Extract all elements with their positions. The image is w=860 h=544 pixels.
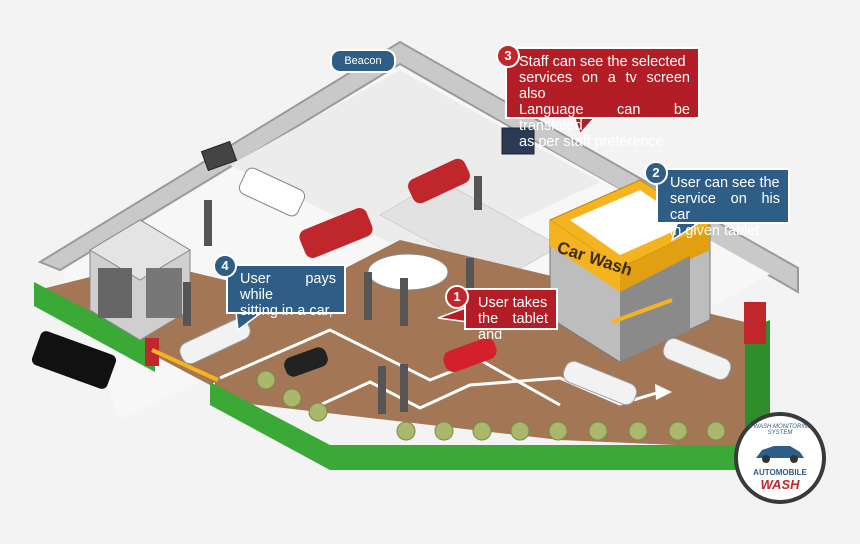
step-1-badge: 1: [445, 285, 469, 309]
tree-row: [256, 370, 726, 441]
building-outer-wall: [37, 40, 799, 294]
office-building: [89, 219, 191, 341]
road-arrow-head: [655, 384, 672, 400]
limo-mid: [562, 360, 638, 406]
user-pays-callout-line1: User pays while: [240, 271, 336, 303]
beacon-label: Beacon: [330, 49, 396, 73]
red-car-bay: [408, 158, 470, 204]
tv-screen-right: [501, 127, 535, 155]
limo-left: [179, 317, 251, 365]
people: [183, 176, 482, 414]
step-4-badge: 4: [213, 254, 237, 278]
limo-right: [662, 337, 732, 381]
logo-tagline: A WASH MONITORING SYSTEM: [748, 424, 812, 436]
barrier-arm-left: [151, 348, 219, 382]
step-2-badge: 2: [644, 161, 668, 185]
logo-brand-line1: AUTOMOBILE: [753, 468, 807, 477]
user-takes-callout: User takes the tablet and: [464, 288, 558, 343]
black-suv: [31, 331, 117, 389]
white-car-lift: [238, 167, 306, 217]
logo-car-icon: [756, 446, 804, 463]
staff-callout-line4: as per staff preference: [519, 134, 664, 150]
step-3-badge: 3: [496, 44, 520, 68]
staff-callout: Staff can see the selected services on a…: [505, 47, 700, 150]
tv-screen-left: [200, 140, 238, 172]
logo-brand-line2: WASH: [760, 477, 800, 492]
user-tablet-callout-line1: User can see the: [670, 175, 780, 191]
road-route-arrow: [319, 376, 661, 410]
user-tablet-callout: User can see the service on his car in g…: [656, 168, 790, 239]
staff-callout-line1: Staff can see the selected: [519, 54, 686, 70]
staff-callout-line3: Language can be translated: [519, 102, 690, 134]
road-lane-line: [219, 328, 561, 407]
pillar-right: [744, 302, 766, 344]
red-car-lift: [299, 208, 373, 258]
black-car: [284, 347, 328, 377]
user-takes-callout-line1: User takes: [478, 295, 548, 311]
red-sports-car: [443, 337, 497, 373]
user-pays-callout: User pays while sitting in a car,: [226, 264, 346, 319]
user-tablet-callout-line3: in given tablet: [670, 223, 760, 239]
grass-strip-left: [34, 282, 155, 372]
staff-callout-line2: services on a tv screen also: [519, 70, 690, 102]
user-pays-callout-line2: sitting in a car,: [240, 303, 333, 319]
service-bay-floor: [230, 70, 600, 262]
grass-strip-bottom: [210, 382, 745, 470]
barrier-arm-right: [611, 298, 673, 324]
automobile-wash-logo: A WASH MONITORING SYSTEM AUTOMOBILE WASH: [734, 412, 826, 504]
user-tablet-callout-line2: service on his car: [670, 191, 780, 223]
user-takes-callout-line2: the tablet and: [478, 311, 548, 343]
